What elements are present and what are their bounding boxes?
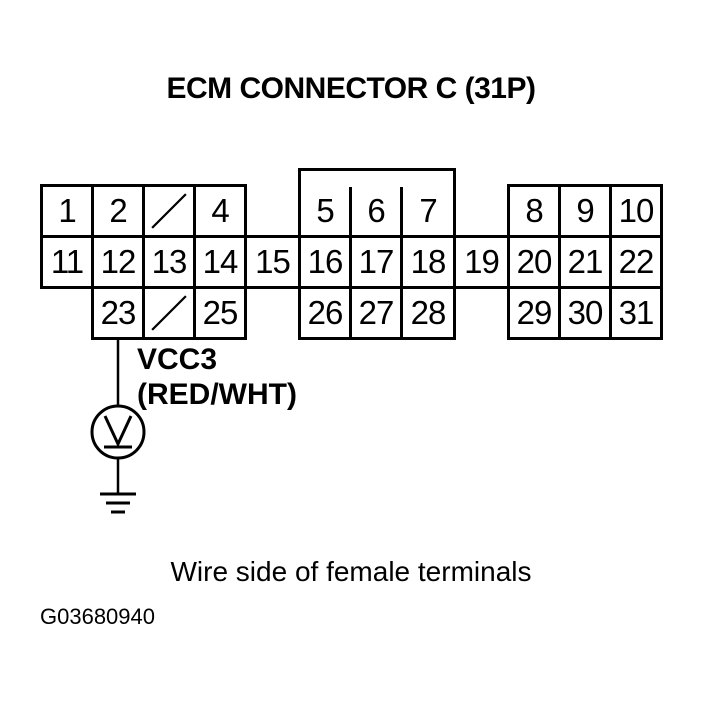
ground-icon — [100, 492, 136, 514]
wire-color-label: (RED/WHT) — [137, 378, 297, 411]
terminal-6: 6 — [349, 184, 403, 238]
terminal-31: 31 — [609, 286, 663, 340]
connector-title: ECM CONNECTOR C (31P) — [166, 72, 536, 105]
unused-slash-icon — [151, 193, 187, 229]
terminal-13: 13 — [142, 235, 196, 289]
terminal-14: 14 — [193, 235, 247, 289]
terminal-22: 22 — [609, 235, 663, 289]
terminal-25: 25 — [193, 286, 247, 340]
terminal-27: 27 — [349, 286, 403, 340]
terminal-20: 20 — [507, 235, 561, 289]
terminal-11: 11 — [40, 235, 94, 289]
terminal-23: 23 — [91, 286, 145, 340]
figure-code: G03680940 — [40, 604, 155, 629]
diagram-caption: Wire side of female terminals — [170, 556, 532, 587]
terminal-28: 28 — [400, 286, 456, 340]
terminal-17: 17 — [349, 235, 403, 289]
wire-name-label: VCC3 — [137, 343, 218, 376]
connector-lock-tab — [298, 168, 456, 187]
terminal-1: 1 — [40, 184, 94, 238]
terminal-15: 15 — [244, 235, 301, 289]
terminal-19: 19 — [453, 235, 510, 289]
voltmeter-icon — [90, 404, 146, 460]
unused-slash-icon — [151, 295, 187, 331]
terminal-8: 8 — [507, 184, 561, 238]
terminal-3-unused — [142, 184, 196, 238]
